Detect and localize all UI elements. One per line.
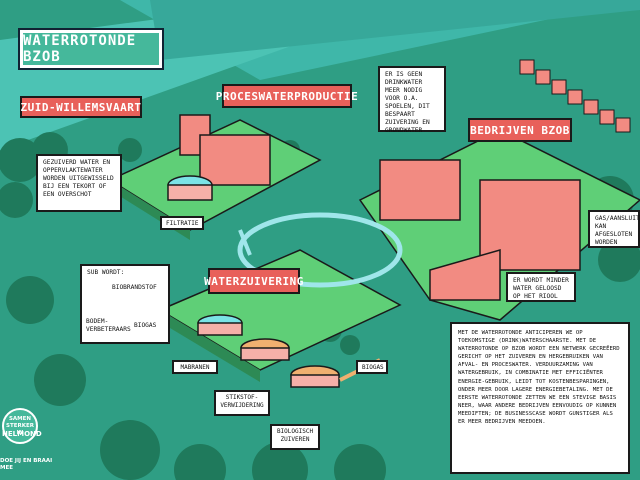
label-stikstof: STIKSTOF-VERWIJDERING [214, 390, 270, 416]
nitrogen-tank-body [240, 347, 290, 361]
water-roundabout [237, 212, 403, 288]
label-membranen: MABRANEN [172, 360, 218, 374]
description-box: MET DE WATERROTONDE ANTICIPEREN WE OP TO… [450, 322, 630, 474]
sub-note-title: SUB WORDT: [87, 269, 125, 276]
logo-line2: HELMOND [2, 430, 42, 438]
label-filtratie: FILTRATIE [160, 216, 204, 230]
gas-note: GAS/AANSLUITING KAN AFGESLOTEN WORDEN [588, 210, 640, 248]
filtration-tank-body [167, 184, 213, 201]
tag-companies: BEDRIJVEN BZOB [468, 118, 572, 142]
tag-process: PROCESWATERPRODUCTIE [216, 84, 358, 108]
tag-treatment: WATERZUIVERING [204, 268, 303, 294]
canal-note: GEZUIVERD WATER EN OPPERVLAKTEWATER WORD… [36, 154, 122, 212]
houses [519, 59, 631, 133]
treatment-platform-side [160, 310, 260, 382]
process-building [199, 134, 271, 186]
pipe-1 [238, 229, 252, 256]
logo-line1: SAMEN STERKER IN [6, 416, 34, 436]
less-water-note: ER WORDT MINDER WATER GELOOSD OP HET RIO… [506, 272, 576, 302]
tag-canal: ZUID-WILLEMSVAART [20, 96, 142, 118]
logo-footer: DOE JIJ EN BRAAI MEE [0, 458, 53, 471]
label-biogas: BIOGAS [356, 360, 388, 374]
factory [429, 249, 501, 301]
label-biologisch: BIOLOGISCH ZUIVEREN [270, 424, 320, 450]
membrane-tank-body [197, 322, 243, 336]
bioproduct-1: BIOBRANDSTOF [112, 284, 157, 291]
page-title: WATERROTONDE BZOB [18, 28, 164, 70]
sub-note: SUB WORDT: BIOBRANDSTOF BODEM-VERBETERAA… [80, 264, 170, 344]
drinking-water-note: ER IS GEEN DRINKWATER MEER NODIG VOOR O.… [378, 66, 446, 134]
company-building-1 [379, 159, 461, 221]
bioproduct-2: BODEM-VERBETERAARS [86, 318, 131, 333]
helmond-logo [2, 408, 38, 444]
canal-bank [150, 0, 640, 60]
bio-tank-body [290, 374, 340, 388]
bioproduct-3: BIOGAS [134, 322, 157, 329]
